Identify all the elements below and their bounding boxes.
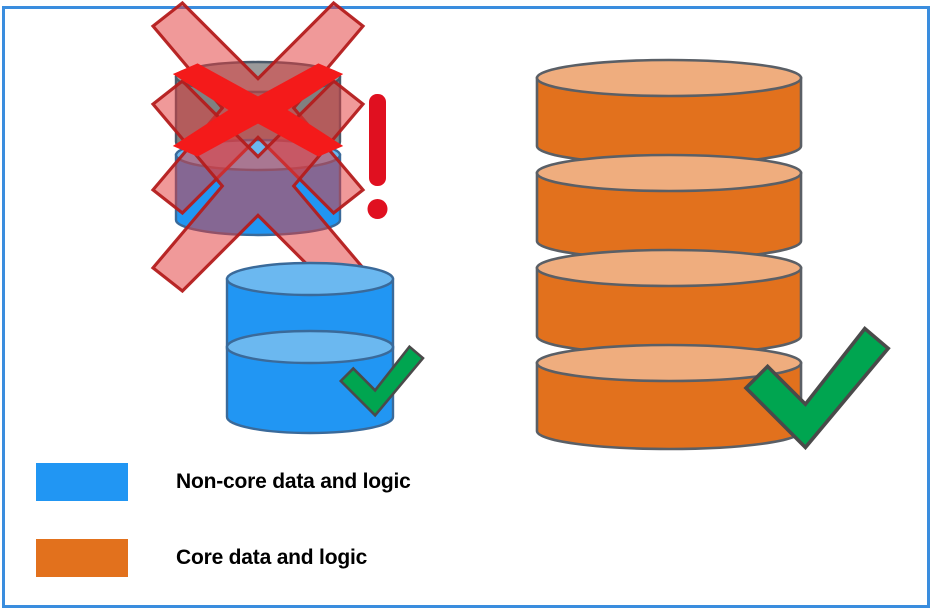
legend-item-noncore: Non-core data and logic bbox=[36, 461, 411, 503]
core-stack-segment-3 bbox=[535, 248, 803, 356]
legend-item-core: Core data and logic bbox=[36, 537, 367, 579]
legend-swatch-noncore bbox=[36, 463, 128, 501]
legend-label-noncore: Non-core data and logic bbox=[176, 470, 411, 493]
slide-frame-border bbox=[2, 6, 930, 608]
core-database bbox=[535, 58, 891, 451]
core-stack-segment-1 bbox=[535, 58, 803, 166]
legend-label-core: Core data and logic bbox=[176, 546, 368, 569]
legend-swatch-core bbox=[36, 539, 128, 577]
exclamation-mark bbox=[367, 94, 388, 219]
rejected-mixed-database bbox=[151, 1, 388, 293]
legend: Non-core data and logic Core data and lo… bbox=[36, 461, 456, 581]
noncore-database bbox=[225, 261, 425, 435]
core-stack-segment-2 bbox=[535, 153, 803, 261]
